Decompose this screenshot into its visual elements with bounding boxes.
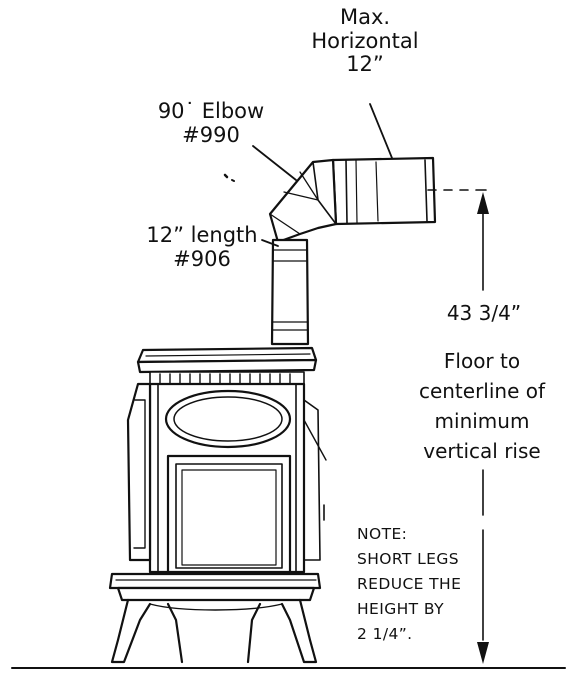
elbow-line-1: 90˙ Elbow (157, 99, 265, 123)
note-line-3: REDUCE THE (357, 575, 462, 593)
stove-legs (110, 598, 318, 664)
length-line-1: 12” length (146, 223, 258, 247)
arrowhead-down (477, 642, 489, 664)
length-label: 12” length #906 (132, 223, 272, 271)
note-line-2: SHORT LEGS (357, 550, 460, 568)
stove-base (108, 572, 322, 602)
elbow-line-2: #990 (182, 122, 240, 147)
elbow-label: 90˙ Elbow #990 (148, 99, 274, 147)
floor-to-centerline-label: Floor to centerline of minimum vertical … (402, 346, 562, 466)
max-horizontal-line-3: 12” (346, 52, 384, 77)
note-block: NOTE: SHORT LEGS REDUCE THE HEIGHT BY 2 … (357, 522, 461, 647)
floor-line-1: Floor to (443, 349, 521, 373)
floor-line-2: centerline of (418, 379, 546, 403)
max-horizontal-label: Max. Horizontal 12” (303, 5, 427, 77)
dimension-label: 43 3/4” (446, 301, 522, 325)
floor-line-4: vertical rise (423, 439, 541, 463)
stove-top (136, 346, 318, 385)
note-line-4: HEIGHT BY (357, 600, 444, 618)
note-line-1: NOTE: (357, 525, 408, 543)
floor-line-3: minimum (434, 409, 530, 433)
elbow-fitting (268, 158, 338, 244)
horizontal-pipe (331, 156, 437, 226)
max-horizontal-line-2: Horizontal (311, 28, 419, 53)
note-line-5: 2 1/4”. (357, 625, 413, 643)
stove-body (126, 382, 327, 574)
arrowhead-up (477, 192, 489, 214)
length-line-2: #906 (173, 246, 231, 271)
vertical-pipe (270, 238, 310, 346)
max-horizontal-line-1: Max. (339, 5, 391, 29)
leader-lines (223, 103, 393, 247)
